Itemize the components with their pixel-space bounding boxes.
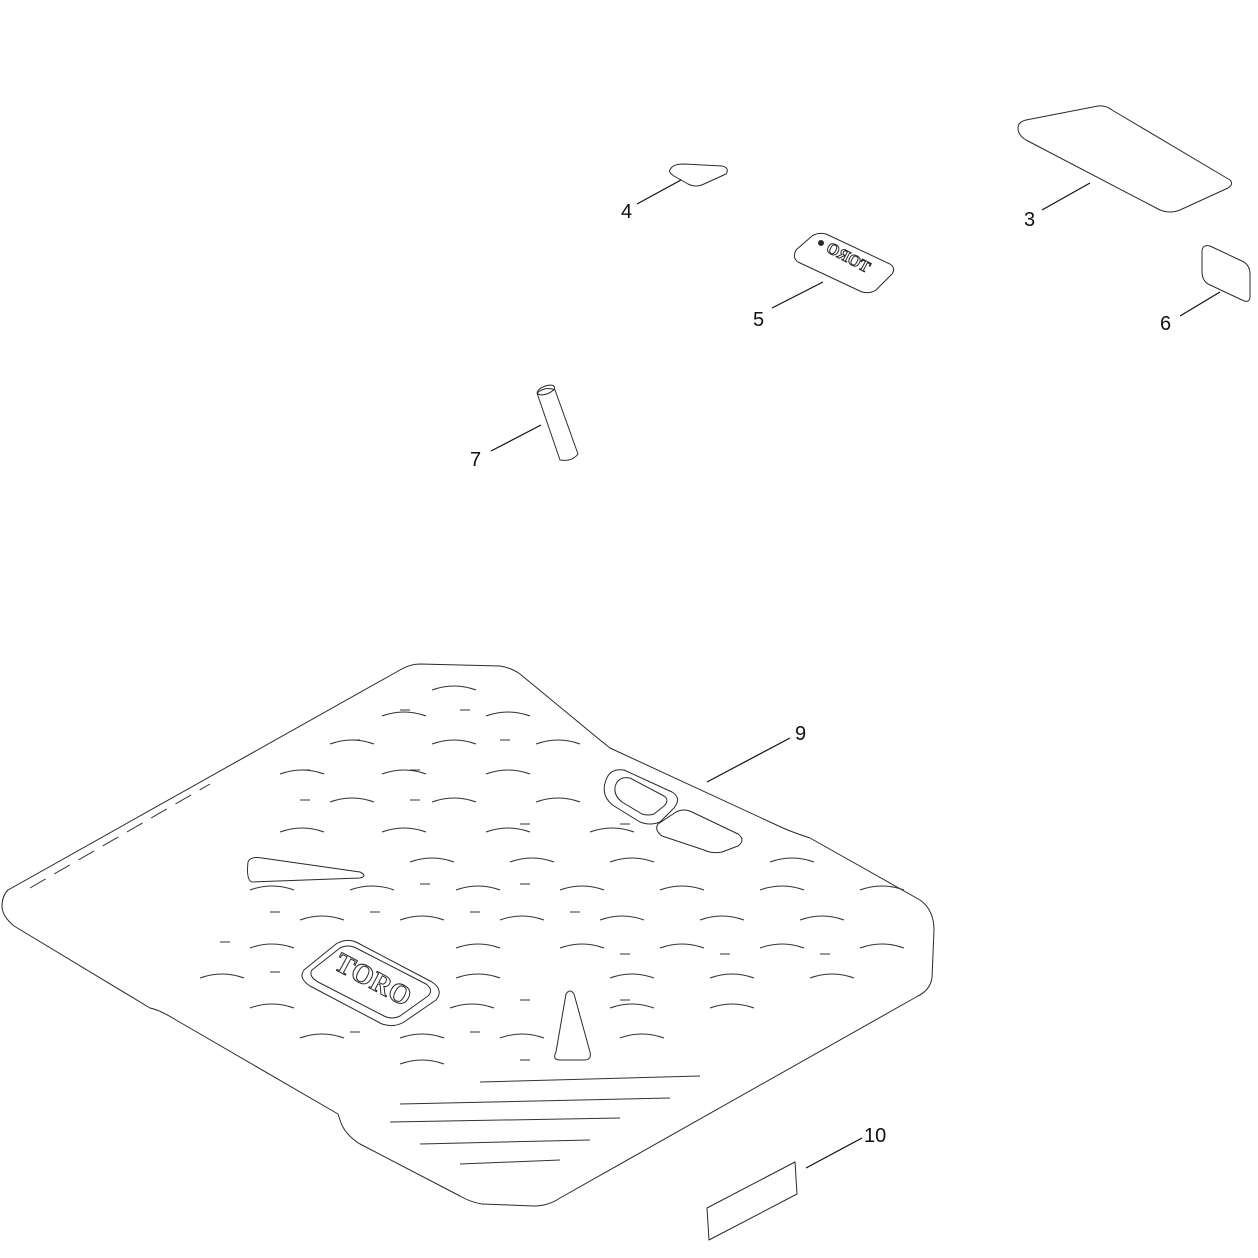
part-9-wedge-left (247, 857, 365, 883)
callout-10-leader (805, 1137, 863, 1169)
part-7-bumper-end (536, 384, 556, 396)
callout-6-leader (1179, 291, 1221, 317)
callout-9-leader (706, 737, 791, 783)
callout-3-leader (1041, 182, 1091, 211)
part-9-texture (199, 685, 905, 1065)
part-9-wedge-center (554, 990, 591, 1061)
callout-4: 4 (621, 201, 632, 223)
part-3-pad (1017, 105, 1233, 213)
part-4-pad (669, 163, 728, 187)
part-7-bumper (536, 388, 579, 461)
part-9-heel-pad (389, 1075, 701, 1165)
callout-5-leader (771, 281, 824, 309)
part-9-pocket-lower (656, 809, 743, 854)
part-9-floor-mat: TORO (1, 663, 935, 1207)
callout-5: 5 (753, 309, 764, 331)
part-5-decal-logo: TORO (823, 240, 872, 277)
part-9-logo-plate (301, 939, 440, 1027)
callout-7-leader (490, 424, 542, 452)
part-9-logo-plate-inner (310, 945, 432, 1019)
callout-3: 3 (1024, 209, 1035, 231)
part-5-decal (793, 232, 895, 294)
part-9-pocket-upper-inner (614, 777, 668, 816)
callout-7: 7 (470, 449, 481, 471)
part-6-pad (1201, 245, 1251, 302)
callout-6: 6 (1160, 313, 1171, 335)
callout-10: 10 (864, 1125, 886, 1147)
callout-9: 9 (795, 723, 806, 745)
part-10-label (706, 1161, 798, 1241)
callout-4-leader (636, 179, 682, 205)
part-5-decal-dot (818, 240, 824, 246)
part-9-pocket-upper (603, 769, 678, 825)
